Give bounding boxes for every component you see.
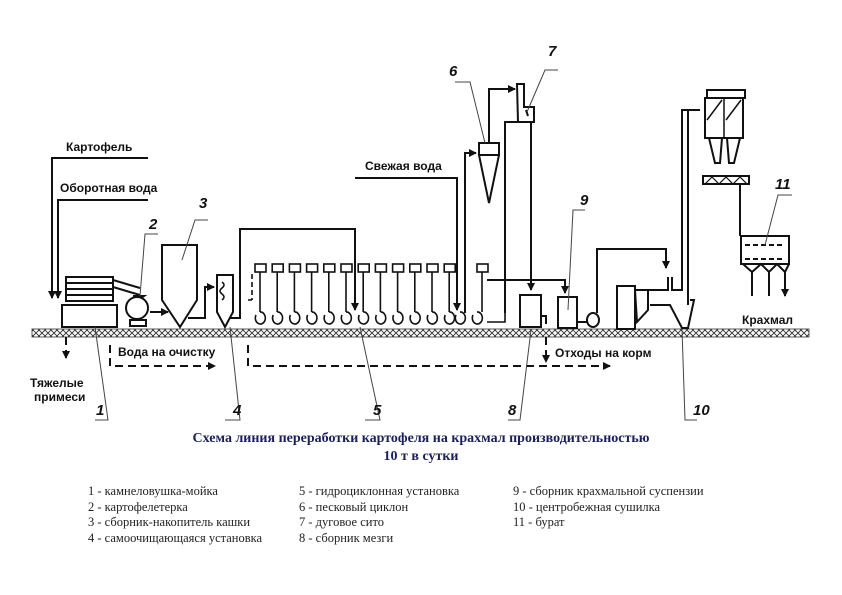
label-recycled-water: Оборотная вода [60, 181, 158, 195]
legend-column-3: 9 - сборник крахмальной суспензии 10 - ц… [513, 484, 704, 531]
legend-item: 4 - самоочищающаяся установка [88, 530, 263, 545]
number-7: 7 [548, 43, 557, 60]
hydrocyclone-head [271, 263, 285, 273]
hydrocyclone-pump [340, 311, 353, 325]
legend-item: 1 - камнеловушка-мойка [88, 484, 218, 498]
hydrocyclone-head [305, 263, 319, 273]
legend-item: 7 - дуговое сито [299, 515, 385, 529]
legend-item: 11 - бурат [513, 515, 565, 529]
stone-trap-washer [61, 276, 141, 328]
pump [471, 311, 484, 325]
waste-to-feed-line [247, 345, 611, 370]
hydrocyclone-head [426, 263, 439, 273]
mash-collector [519, 260, 547, 328]
hydrocyclone-pump [288, 311, 301, 325]
label-waste-to-feed: Отходы на корм [555, 346, 652, 360]
legend-item: 10 - центробежная сушилка [513, 499, 661, 514]
number-4: 4 [232, 402, 242, 419]
number-5: 5 [373, 402, 382, 419]
starch-suspension-collector [487, 248, 670, 329]
hydrocyclone-head [288, 263, 302, 273]
label-fresh-water: Свежая вода [365, 159, 442, 173]
label-heavy-impurities-2: примеси [34, 390, 85, 404]
number-10: 10 [693, 402, 710, 419]
hydrocyclone-pump [443, 311, 456, 325]
hydrocyclone-pump [254, 311, 267, 325]
hydrocyclone-pump [409, 311, 421, 325]
label-potatoes: Картофель [66, 140, 132, 154]
hydrocyclone-pump [426, 311, 439, 325]
number-2: 2 [148, 216, 158, 233]
self-cleaning-unit [216, 228, 359, 330]
legend-item: 5 - гидроциклонная установка [299, 484, 460, 498]
hydrocyclone-head [391, 263, 405, 273]
hydrocyclone-head [357, 263, 371, 273]
hydrocyclone-pump [374, 311, 387, 325]
arc-sieve [504, 83, 535, 313]
number-9: 9 [580, 192, 589, 209]
hydrocyclone-head [340, 263, 353, 273]
hydrocyclone-head [374, 263, 388, 273]
number-1: 1 [96, 402, 104, 419]
hydrocyclone-pump [271, 311, 284, 325]
hydrocyclone-installation [248, 263, 506, 325]
label-heavy-impurities-1: Тяжелые [30, 376, 84, 390]
hydrocyclone-pump [306, 311, 318, 325]
caption-line-1: Схема линия переработки картофеля на кра… [192, 431, 650, 446]
sand-cyclone [355, 85, 516, 313]
caption-line-2: 10 т в сутки [383, 449, 459, 464]
hydrocyclone-head [254, 263, 267, 273]
leader-lines [94, 69, 792, 421]
drain-line [248, 274, 253, 301]
hydrocyclone-pump [357, 311, 370, 325]
hydrocyclone-head [476, 263, 489, 273]
hydrocyclone-head [408, 263, 422, 273]
legend-column-1: 1 - камнеловушка-мойка 2 - картофелетерк… [88, 484, 262, 546]
legend-item: 8 - сборник мезги [299, 530, 394, 545]
legend-item: 3 - сборник-накопитель кашки [88, 515, 251, 529]
hydrocyclone-pump [323, 311, 335, 325]
number-11: 11 [775, 176, 791, 193]
hydrocyclone-head [322, 263, 336, 273]
number-8: 8 [508, 402, 517, 419]
centrifugal-dryer [616, 89, 750, 330]
pump [454, 311, 467, 325]
label-starch: Крахмал [742, 313, 793, 327]
diagram-caption: Схема линия переработки картофеля на кра… [0, 430, 842, 466]
legend-item: 2 - картофелетерка [88, 499, 188, 514]
legend-column-2: 5 - гидроциклонная установка 6 - песковы… [299, 484, 459, 546]
legend-item: 6 - песковый циклон [299, 499, 409, 514]
floor-line [31, 328, 810, 338]
recycled-water-line [54, 199, 148, 299]
potatoes-feed-line [48, 157, 148, 299]
pulp-collector [161, 244, 215, 329]
number-3: 3 [199, 195, 208, 212]
legend-item: 9 - сборник крахмальной суспензии [513, 484, 704, 498]
hydrocyclone-pump [392, 311, 404, 325]
label-water-to-cleaning: Вода на очистку [118, 345, 216, 359]
potato-grater [125, 295, 169, 327]
hydrocyclone-head [443, 263, 457, 273]
water-to-cleaning-line [109, 345, 216, 370]
bolter [739, 184, 789, 296]
number-6: 6 [449, 63, 458, 80]
